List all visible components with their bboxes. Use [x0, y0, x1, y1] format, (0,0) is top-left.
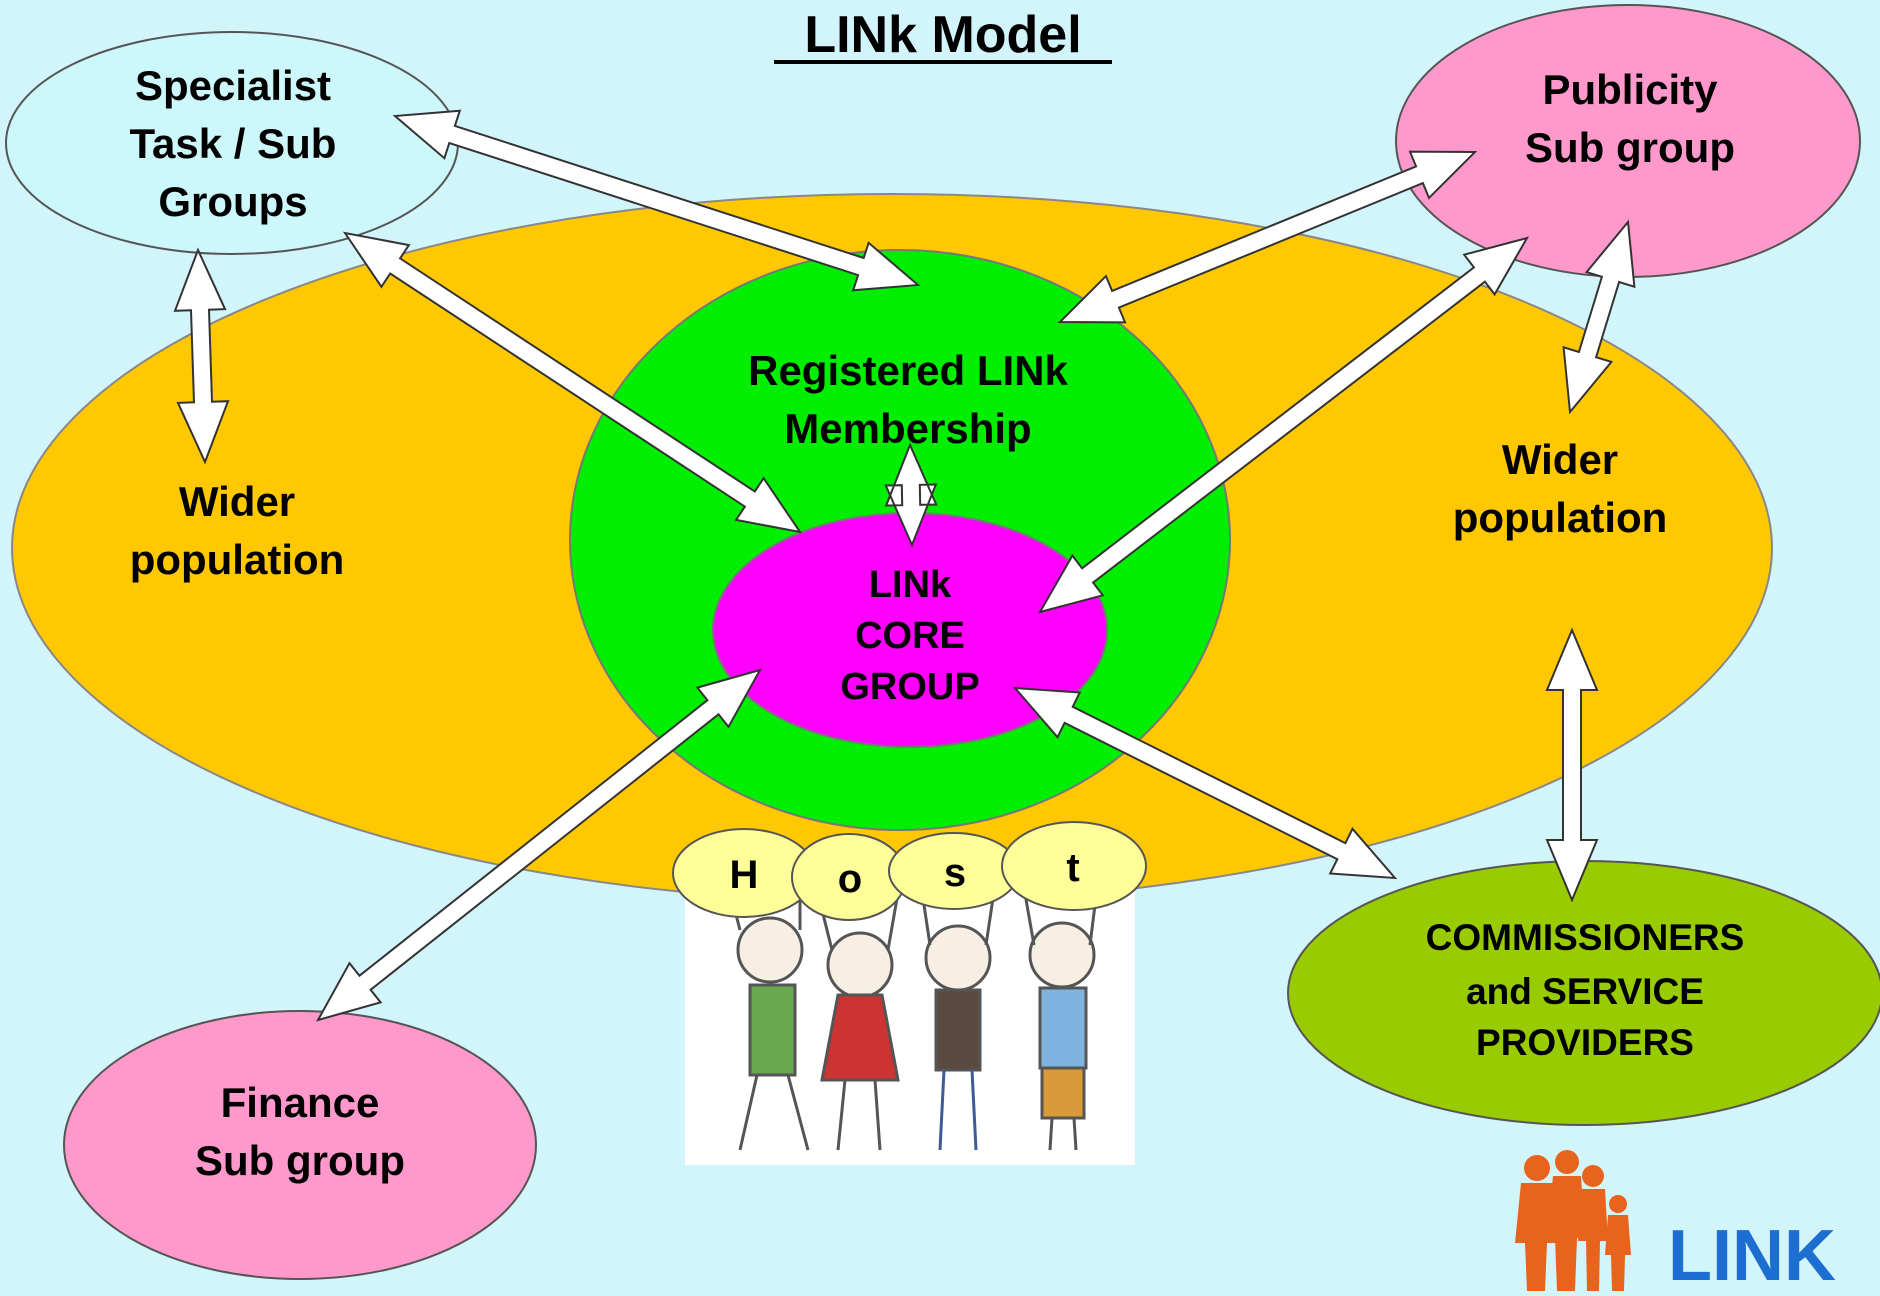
core-group-label-line3: GROUP	[840, 666, 979, 708]
arrow-publicity-wider	[1562, 219, 1636, 415]
arrows-layer	[173, 109, 1636, 1022]
host-letter: t	[1066, 846, 1079, 890]
membership-label-line1: Registered LINk	[748, 347, 1068, 394]
arrow-finance-core	[315, 668, 763, 1022]
logo-text: LINK	[1668, 1216, 1836, 1291]
core-group-label-line2: CORE	[855, 615, 965, 657]
finance-label-line1: Finance	[221, 1079, 380, 1126]
core-group-label-line1: LINk	[869, 564, 952, 606]
host-letters: H o s t	[672, 821, 1147, 921]
commissioners-label-line2: and SERVICE	[1466, 971, 1704, 1012]
person-icon	[720, 859, 810, 1151]
finance-ellipse	[63, 1010, 537, 1280]
publicity-label-line1: Publicity	[1542, 66, 1718, 113]
arrow-specialist-core	[342, 231, 803, 534]
host-letter: H	[730, 853, 759, 897]
page-title: LINk Model	[804, 6, 1081, 64]
finance-label-line2: Sub group	[195, 1137, 405, 1184]
host-letter-bubble	[1001, 821, 1147, 911]
commissioners-label-line3: PROVIDERS	[1476, 1022, 1694, 1063]
link-logo: LINK	[1515, 1150, 1836, 1296]
host-letter: s	[944, 851, 966, 895]
host-illustration	[685, 859, 1135, 1165]
specialist-label-line3: Groups	[158, 178, 307, 225]
arrow-commissioners-core	[1012, 686, 1398, 880]
people-group-icon	[1515, 1150, 1631, 1291]
person-icon	[1018, 864, 1102, 1151]
specialist-label-line2: Task / Sub	[130, 120, 337, 167]
membership-label-line2: Membership	[784, 405, 1031, 452]
specialist-label-line1: Specialist	[135, 62, 331, 109]
arrow-specialist-wider	[173, 247, 230, 465]
arrow-publicity-core	[1037, 236, 1530, 614]
arrow-specialist-membership	[392, 109, 921, 292]
arrow-membership-core	[884, 442, 938, 548]
host-letter: o	[838, 857, 862, 901]
arrow-publicity-membership	[1057, 150, 1478, 324]
commissioners-label-line1: COMMISSIONERS	[1426, 917, 1745, 958]
publicity-label-line2: Sub group	[1525, 124, 1735, 171]
arrow-commissioners-wider	[1545, 627, 1599, 903]
